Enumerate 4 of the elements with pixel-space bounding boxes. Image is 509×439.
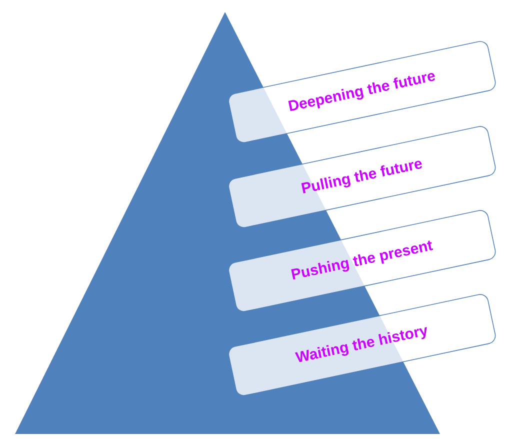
label-box: Pushing the present — [228, 210, 496, 312]
label-box: Deepening the future — [228, 41, 496, 143]
label-box: Pulling the future — [228, 126, 496, 228]
label-box: Waiting the history — [228, 294, 496, 396]
